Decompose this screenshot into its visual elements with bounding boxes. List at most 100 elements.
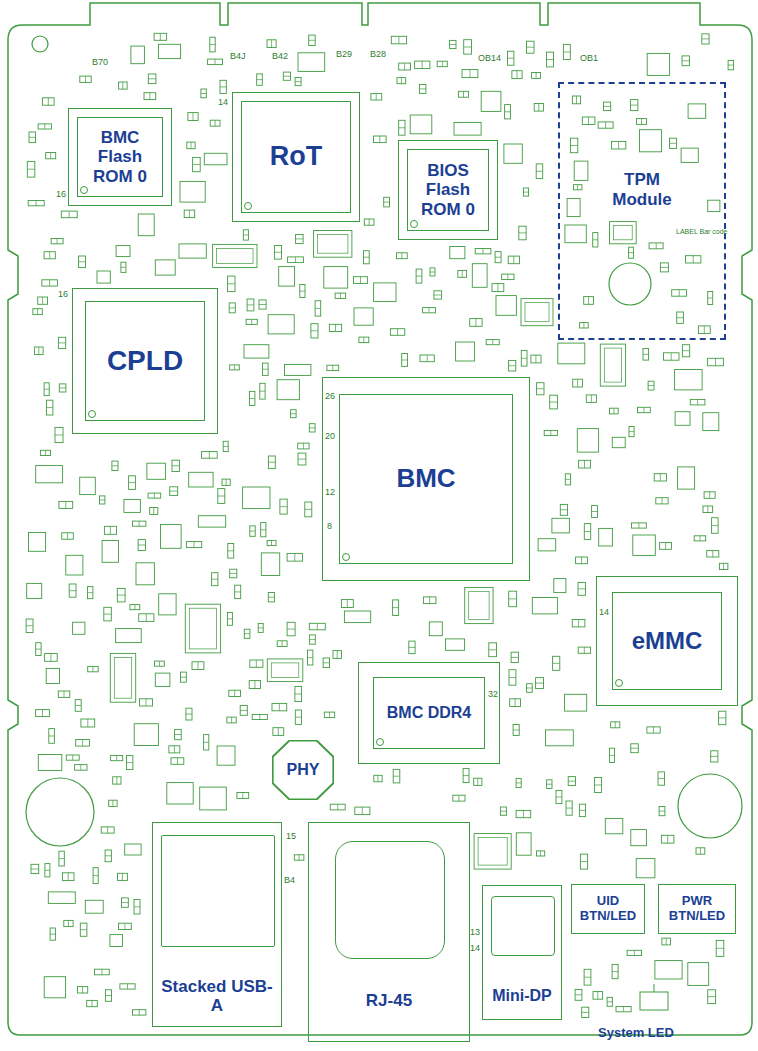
part-label: CPLD [107, 345, 183, 377]
component-footprint [268, 315, 294, 334]
mounting-hole [32, 36, 48, 52]
component-footprint [516, 778, 521, 787]
pad-divider [181, 677, 187, 678]
component-footprint [121, 262, 126, 272]
component-footprint [504, 144, 522, 163]
pad-divider [305, 509, 312, 510]
component-footprint [155, 260, 175, 275]
pad-divider [416, 276, 422, 277]
pad-divider [124, 923, 125, 929]
component-footprint [486, 340, 499, 345]
component-footprint [268, 456, 275, 469]
component-footprint [656, 498, 668, 504]
component-footprint [647, 53, 669, 75]
pad-divider [240, 710, 247, 711]
component-footprint [593, 992, 603, 1000]
component-footprint [170, 487, 178, 496]
pad-divider [50, 153, 51, 159]
component-footprint [116, 629, 142, 643]
pad-divider [656, 243, 657, 249]
component-footprint [298, 453, 306, 465]
component-footprint [638, 407, 651, 412]
pad-divider [612, 971, 618, 972]
pad-divider [57, 239, 58, 244]
pad-divider [704, 326, 705, 334]
pad-divider [613, 408, 614, 414]
pad-divider [116, 755, 117, 760]
component-footprint [354, 308, 373, 325]
part-label: Mini-DP [492, 987, 552, 1005]
pad-divider [274, 252, 281, 253]
pad-divider [134, 605, 135, 610]
component-footprint [410, 115, 432, 134]
pad-divider [36, 649, 41, 650]
pad-divider [492, 340, 493, 345]
pad-divider [174, 746, 175, 753]
component-footprint [184, 210, 195, 218]
component-footprint [688, 963, 709, 986]
pad-divider [463, 775, 469, 776]
component-footprint [120, 984, 135, 989]
pad-divider [105, 855, 111, 856]
pad-divider [204, 742, 209, 743]
component-footprint [139, 614, 154, 622]
component-footprint [611, 722, 620, 728]
component-footprint [240, 705, 247, 715]
pin1-marker [88, 410, 96, 418]
pad-divider [618, 141, 619, 149]
pad-divider [104, 614, 112, 615]
component-footprint [127, 756, 133, 770]
pad-divider [82, 740, 83, 747]
component-footprint [29, 132, 36, 143]
pad-divider [643, 354, 649, 355]
component-footprint [547, 780, 552, 789]
component-footprint [544, 430, 557, 435]
component-footprint [124, 499, 140, 512]
component-footprint [393, 769, 400, 783]
pad-divider [122, 82, 123, 89]
pad-divider [278, 728, 279, 736]
pad-divider [80, 765, 81, 771]
component-footprint [42, 280, 58, 286]
silkscreen-text: 12 [325, 488, 335, 497]
component-footprint [100, 496, 105, 504]
component-footprint [556, 790, 562, 803]
component-footprint [500, 807, 506, 815]
bmc-chip: BMC [322, 377, 530, 581]
component-footprint [85, 900, 103, 913]
led-lead [654, 984, 655, 992]
usb-connector: Stacked USB-A [152, 822, 282, 1027]
flash-chip: BMC Flash ROM 0 [68, 108, 172, 206]
component-footprint [577, 429, 598, 453]
pad-divider [575, 994, 582, 995]
pad-divider [592, 511, 598, 512]
component-footprint [305, 502, 312, 517]
component-footprint [450, 40, 456, 48]
pad-divider [643, 407, 644, 412]
component-footprint [696, 848, 705, 854]
component-footprint [267, 540, 276, 545]
pad-divider [716, 948, 724, 949]
pad-divider [430, 272, 435, 273]
pad-divider [159, 661, 160, 666]
component-footprint [534, 104, 543, 112]
component-footprint [538, 539, 556, 551]
pad-divider [67, 533, 68, 539]
component-footprint [531, 355, 541, 363]
component-footprint [573, 379, 583, 387]
component-footprint [309, 424, 315, 432]
pad-divider [550, 430, 551, 435]
component-footprint [40, 450, 50, 455]
pad-divider [80, 929, 87, 930]
dram-chip: BMC DDR4 [358, 662, 500, 764]
component-footprint [252, 714, 267, 719]
component-footprint [59, 851, 64, 866]
pad-divider [127, 762, 133, 763]
pad-divider [332, 365, 333, 370]
component-footprint [568, 777, 575, 786]
part-label: BIOS Flash ROM 0 [412, 161, 484, 220]
component-footprint [267, 659, 303, 682]
pad-divider [45, 450, 46, 455]
pad-divider [697, 399, 698, 404]
pad-divider [470, 70, 471, 78]
